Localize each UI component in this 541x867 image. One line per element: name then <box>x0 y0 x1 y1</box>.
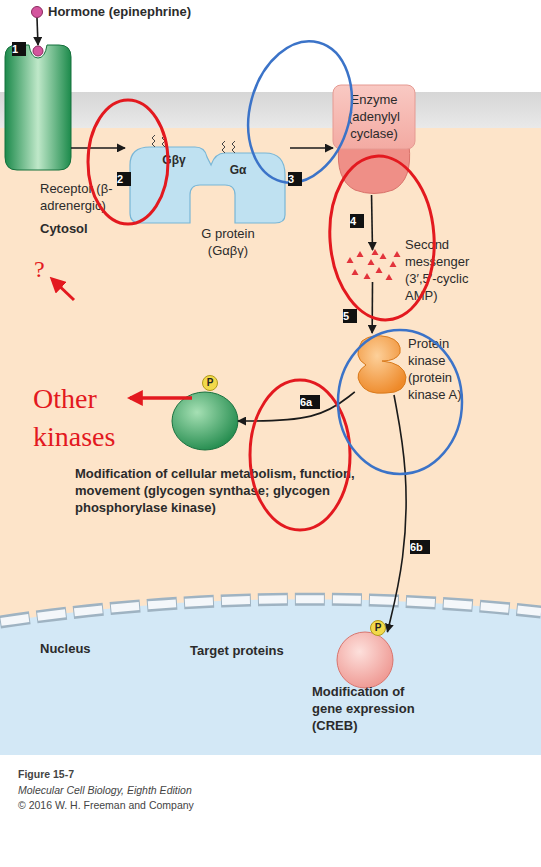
modified-protein-shape <box>172 392 238 450</box>
callout-number: 6b <box>410 540 430 554</box>
target-protein-shape <box>337 632 393 688</box>
nucleoplasm <box>0 599 541 755</box>
camp-molecule <box>368 259 375 265</box>
camp-molecule <box>376 267 383 273</box>
second-messenger: Second messenger (3′,5′-cyclic AMP) <box>345 250 400 282</box>
camp-molecule <box>364 273 371 279</box>
figure-caption: Figure 15-7 <box>18 767 74 781</box>
callout-number: 4 <box>350 214 364 228</box>
protein-kinase: Protein kinase (protein kinase A) <box>352 333 408 395</box>
target-label: Target proteins <box>190 642 284 659</box>
lipid-anchor <box>222 141 225 153</box>
bound-ligand <box>33 46 43 56</box>
compartment-label: Nucleus <box>40 640 91 657</box>
signal-arrow <box>371 282 373 333</box>
adenylyl-cyclase: Enzyme (adenylyl cyclase) <box>333 85 415 195</box>
highlight-ellipse <box>250 380 350 530</box>
hormone-ligand-shape <box>31 6 43 18</box>
hormone-ligand: Hormone (epinephrine) <box>31 6 43 18</box>
cytosol-region <box>0 128 541 648</box>
callout-number: 1 <box>12 42 26 56</box>
messenger-label: Second messenger (3′,5′-cyclic AMP) <box>405 236 493 304</box>
second-messenger-shape <box>345 250 400 282</box>
copyright-note: © 2016 W. H. Freeman and Company <box>18 798 194 812</box>
camp-molecule <box>372 249 379 255</box>
substrate-protein <box>172 392 238 450</box>
modified-protein: Modification of cellular metabolism, fun… <box>172 392 238 450</box>
lipid-anchor <box>162 135 165 147</box>
enzyme-label: Enzyme (adenylyl cyclase) <box>335 91 413 142</box>
nucleus-region-shape <box>0 588 541 755</box>
g-beta-gamma-subunit: Gβγ <box>151 149 197 171</box>
callout-number: 5 <box>343 309 357 323</box>
annotation-arrow <box>130 396 192 400</box>
camp-molecule <box>347 257 354 263</box>
lipid-anchor <box>232 141 235 153</box>
nuclear-envelope <box>0 599 541 622</box>
source-note: Molecular Cell Biology, Eighth Edition <box>18 783 192 797</box>
subunit-label: Gβγ <box>151 151 197 169</box>
kinase-label: Protein kinase (protein kinase A) <box>408 335 486 403</box>
nuclear-envelope <box>0 599 541 622</box>
signal-arrow <box>371 195 374 250</box>
subunit-label: Gα <box>217 161 259 179</box>
compartment-label: Cytosol <box>40 220 88 237</box>
highlight-ellipse <box>233 30 367 195</box>
phosphate-circle <box>371 621 386 636</box>
signal-arrow <box>387 395 406 632</box>
phosphate-label: P <box>370 620 386 636</box>
receptor-shape <box>5 45 71 170</box>
hormone-label: Hormone (epinephrine) <box>48 3 191 20</box>
nucleus-region: NucleusTarget proteinsModification of ge… <box>0 588 541 755</box>
signal-arrow <box>71 147 125 149</box>
lipid-anchor <box>152 135 155 147</box>
annotation-note: Other kinases <box>33 380 148 456</box>
plasma-membrane <box>0 92 541 128</box>
g-alpha-subunit: Gα <box>217 159 259 181</box>
phosphate-circle <box>203 376 218 391</box>
phosphate-group: P <box>370 620 386 636</box>
target-protein-circle <box>337 632 393 688</box>
extracellular-space <box>0 0 541 92</box>
target-protein: Target proteinsModification of gene expr… <box>337 632 393 688</box>
callout-number: 6a <box>300 395 320 409</box>
callout-number: 2 <box>117 172 131 186</box>
signal-arrow <box>290 147 333 149</box>
annotation-arrow <box>52 279 74 300</box>
camp-molecule <box>357 251 364 257</box>
enzyme-body <box>333 85 415 149</box>
receptor-body <box>5 45 71 170</box>
camp-molecule <box>386 274 393 280</box>
enzyme-catalytic-domain <box>338 145 409 194</box>
receptor: Receptor (β-adrenergic) <box>5 45 71 170</box>
phosphate-group: P <box>202 375 218 391</box>
camp-molecule <box>380 253 387 259</box>
annotation-note: ? <box>34 255 45 283</box>
highlight-ellipse <box>338 330 462 474</box>
g-protein-label: G protein (Gαβγ) <box>187 225 269 259</box>
signal-arrow <box>238 392 355 421</box>
g-protein-shape <box>125 135 290 225</box>
phosphate-label: P <box>202 375 218 391</box>
camp-molecule <box>352 269 359 275</box>
camp-molecule <box>390 261 397 267</box>
kinase-body <box>358 336 406 394</box>
callout-number: 3 <box>288 172 302 186</box>
effect-label: Modification of gene expression (CREB) <box>312 683 432 734</box>
camp-molecule <box>394 251 401 257</box>
highlight-ellipse <box>324 153 439 324</box>
ligand-dot <box>32 7 43 18</box>
signal-arrow <box>37 18 38 45</box>
g-protein-body <box>130 147 285 223</box>
protein-kinase-shape <box>352 333 408 395</box>
effect-label: Modification of cellular metabolism, fun… <box>75 465 367 516</box>
highlight-ellipse <box>88 100 168 224</box>
g-protein: G protein (Gαβγ)GβγGα <box>125 135 290 225</box>
